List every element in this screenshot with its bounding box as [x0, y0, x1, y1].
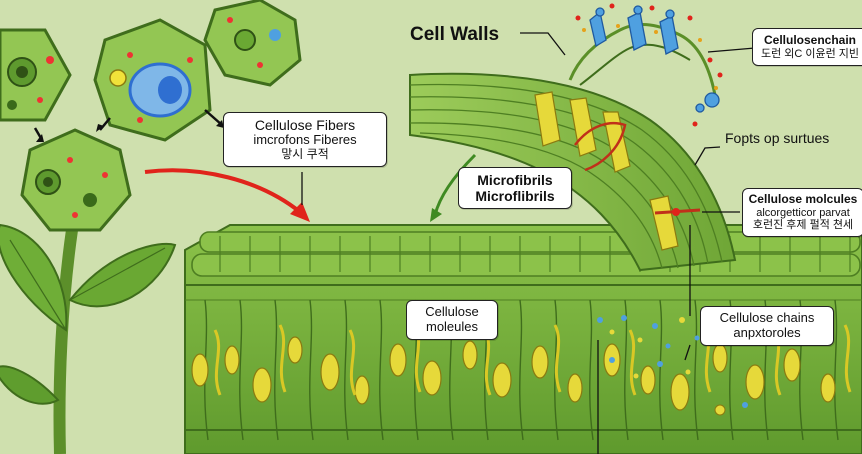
label-cellulose-molcules: Cellulose molcules alcorgetticor parvat … — [742, 188, 862, 238]
tissue-block — [184, 224, 862, 454]
label-cellulose-molecules-left-line1: Cellulose — [425, 304, 479, 319]
label-fopts-op-surtues: Fopts op surtues — [725, 130, 830, 146]
label-cellulose-fibers-line2: imcrofons Fiberes — [253, 132, 357, 148]
green-arrow — [433, 153, 477, 216]
fiber-bundle — [409, 72, 737, 272]
leaf-lower — [0, 365, 60, 405]
label-cellulose-chain-top-line1: Cellulosenchain — [763, 33, 857, 47]
label-cellulose-chains-right-line1: Cellulose chains — [719, 310, 815, 325]
plant-cell-top-left — [0, 28, 72, 122]
label-cellulose-molcules-line1: Cellulose molcules — [748, 192, 858, 206]
label-microfibrils-line2: Microflibrils — [475, 188, 555, 205]
label-cellulose-fibers-line3: 맣시 쿠적 — [281, 147, 329, 162]
plant-cell-middle — [20, 128, 132, 232]
label-cell-walls: Cell Walls — [410, 24, 500, 45]
label-microfibrils: Microfibrils Microflibrils — [458, 167, 572, 210]
plant-cell-top-right — [203, 0, 302, 87]
red-arrow — [144, 168, 302, 214]
plant-cell-top-center — [93, 18, 212, 142]
label-microfibrils-line1: Microfibrils — [477, 172, 553, 188]
label-cellulose-chain-top: Cellulosenchain 도런 외C 이윤런 지빈 — [752, 28, 862, 67]
label-cellulose-fibers-line1: Cellulose Fibers — [254, 117, 356, 133]
label-cellulose-molecules-left: Cellulose moleules — [406, 300, 498, 340]
molecular-chains — [568, 3, 723, 127]
plant — [0, 223, 177, 454]
label-cellulose-molcules-line2: alcorgetticor parvat — [756, 206, 850, 219]
label-cellulose-fibers: Cellulose Fibers imcrofons Fiberes 맣시 쿠적 — [223, 112, 387, 167]
label-cellulose-chains-right: Cellulose chains anpxtoroles — [700, 306, 834, 346]
label-cellulose-molecules-left-line2: moleules — [425, 318, 479, 334]
label-cellulose-chain-top-line2: 도런 외C 이윤런 지빈 — [760, 47, 860, 60]
label-cellulose-chains-right-line2: anpxtoroles — [733, 324, 801, 340]
leaf-right — [68, 242, 177, 308]
label-cellulose-molcules-line3: 호런진 후제 펄적 쳔세 — [752, 219, 854, 232]
